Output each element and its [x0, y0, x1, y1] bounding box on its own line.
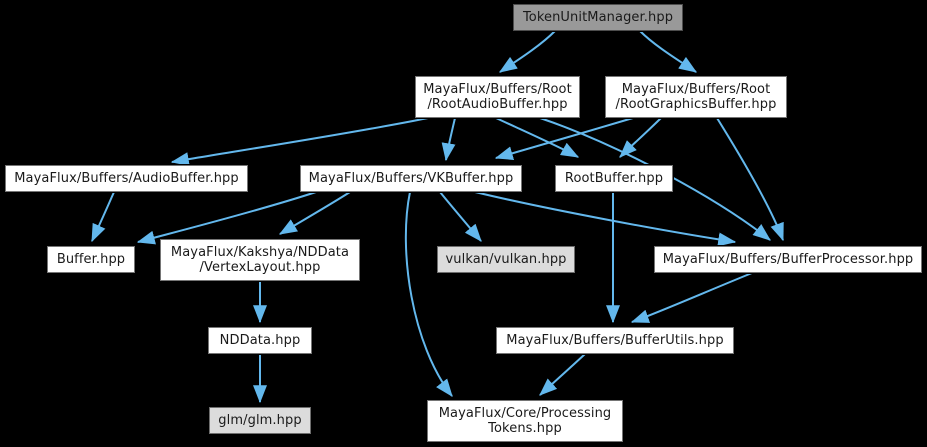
- edge-rootgraphicsbuffer-to-rootbuffer: [619, 117, 662, 158]
- node-label-processingtokens: MayaFlux/Core/Processing Tokens.hpp: [438, 406, 612, 436]
- node-label-rootbuffer: RootBuffer.hpp: [564, 171, 664, 186]
- node-bufferprocessor[interactable]: MayaFlux/Buffers/BufferProcessor.hpp: [653, 245, 923, 274]
- node-label-tokenunitmanager: TokenUnitManager.hpp: [522, 10, 674, 25]
- node-rootbuffer[interactable]: RootBuffer.hpp: [554, 164, 674, 193]
- edge-vkbuffer-to-vulkan: [439, 191, 482, 242]
- edge-tokenunitmanager-to-rootaudiobuffer: [499, 30, 556, 73]
- node-label-rootgraphicsbuffer: MayaFlux/Buffers/Root /RootGraphicsBuffe…: [615, 82, 777, 112]
- node-label-glm: glm/glm.hpp: [218, 413, 302, 428]
- edge-rootaudiobuffer-to-audiobuffer: [170, 117, 429, 167]
- node-label-rootaudiobuffer: MayaFlux/Buffers/Root /RootAudioBuffer.h…: [423, 82, 572, 112]
- node-bufferutils[interactable]: MayaFlux/Buffers/BufferUtils.hpp: [495, 326, 735, 355]
- edge-vkbuffer-to-vertexlayout: [278, 191, 351, 235]
- edge-rootgraphicsbuffer-to-vkbuffer: [494, 117, 634, 160]
- node-label-nddata: NDData.hpp: [219, 333, 301, 348]
- node-rootgraphicsbuffer[interactable]: MayaFlux/Buffers/Root /RootGraphicsBuffe…: [604, 75, 788, 119]
- edge-vkbuffer-to-bufferprocessor: [474, 191, 737, 247]
- edge-vkbuffer-to-buffer: [136, 191, 317, 245]
- node-label-bufferprocessor: MayaFlux/Buffers/BufferProcessor.hpp: [662, 252, 914, 267]
- edge-bufferprocessor-to-bufferutils: [630, 272, 753, 323]
- node-vertexlayout[interactable]: MayaFlux/Kakshya/NDData /VertexLayout.hp…: [159, 238, 361, 282]
- edge-audiobuffer-to-buffer: [91, 191, 115, 243]
- node-audiobuffer[interactable]: MayaFlux/Buffers/AudioBuffer.hpp: [4, 164, 249, 193]
- edge-vkbuffer-to-processingtokens: [404, 191, 453, 397]
- node-processingtokens[interactable]: MayaFlux/Core/Processing Tokens.hpp: [426, 399, 624, 443]
- node-nddata[interactable]: NDData.hpp: [207, 326, 313, 355]
- node-label-bufferutils: MayaFlux/Buffers/BufferUtils.hpp: [506, 333, 724, 348]
- edge-tokenunitmanager-to-rootgraphicsbuffer: [639, 30, 697, 73]
- node-rootaudiobuffer[interactable]: MayaFlux/Buffers/Root /RootAudioBuffer.h…: [414, 75, 581, 119]
- node-label-vkbuffer: MayaFlux/Buffers/VKBuffer.hpp: [308, 171, 514, 186]
- node-glm[interactable]: glm/glm.hpp: [208, 406, 312, 435]
- edge-rootaudiobuffer-to-vkbuffer: [441, 117, 456, 162]
- edge-rootgraphicsbuffer-to-bufferprocessor: [716, 117, 784, 242]
- node-label-vertexlayout: MayaFlux/Kakshya/NDData /VertexLayout.hp…: [170, 245, 350, 275]
- node-tokenunitmanager[interactable]: TokenUnitManager.hpp: [512, 3, 684, 32]
- edge-rootaudiobuffer-to-rootbuffer: [495, 117, 580, 158]
- node-buffer[interactable]: Buffer.hpp: [46, 245, 136, 274]
- node-label-audiobuffer: MayaFlux/Buffers/AudioBuffer.hpp: [14, 171, 239, 186]
- node-vkbuffer[interactable]: MayaFlux/Buffers/VKBuffer.hpp: [299, 164, 523, 193]
- node-vulkan[interactable]: vulkan/vulkan.hpp: [436, 245, 576, 274]
- node-label-buffer: Buffer.hpp: [56, 252, 126, 267]
- node-label-vulkan: vulkan/vulkan.hpp: [445, 252, 567, 267]
- edge-bufferutils-to-processingtokens: [539, 353, 586, 396]
